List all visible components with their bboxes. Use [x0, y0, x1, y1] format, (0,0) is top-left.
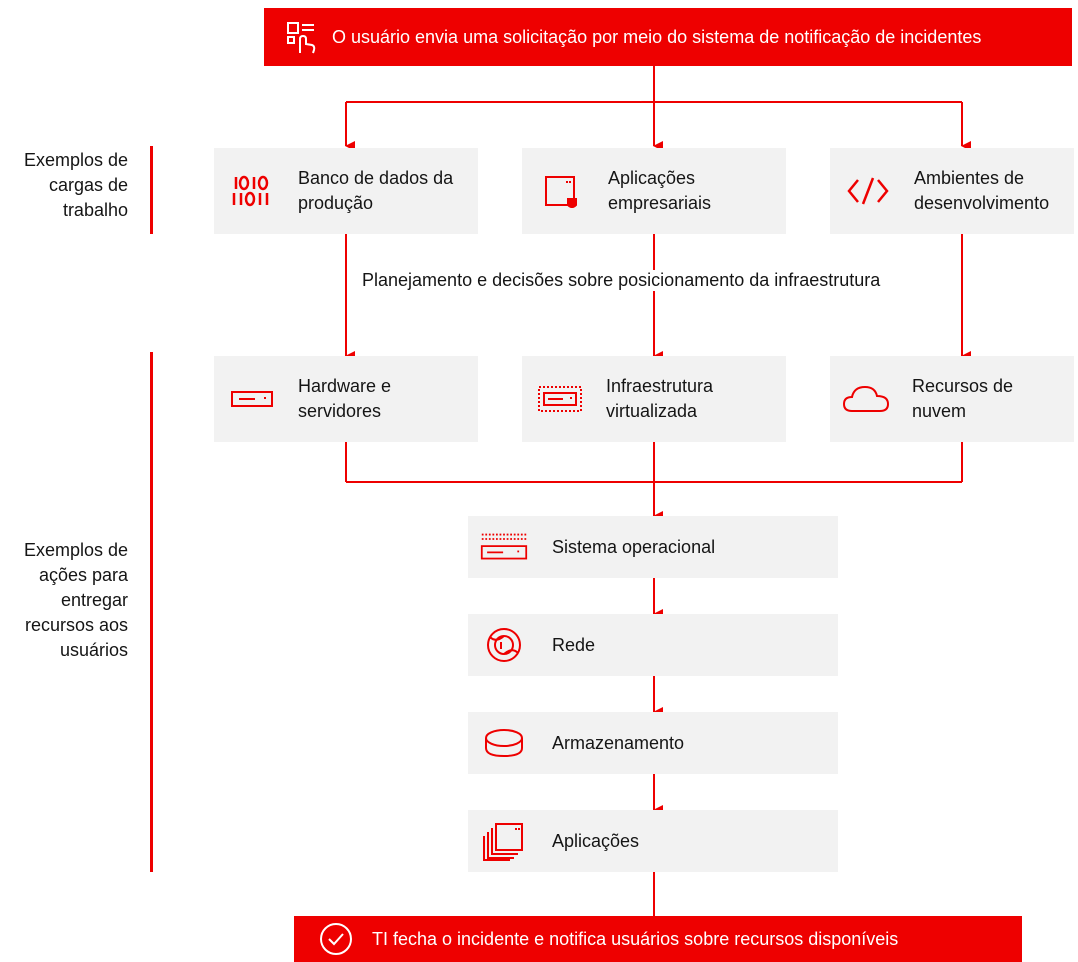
action-network: Rede [468, 614, 838, 676]
request-banner-text: O usuário envia uma solicitação por meio… [332, 26, 982, 47]
infra-label: Recursos de nuvem [912, 376, 1014, 421]
workload-production-database: Banco de dados da produção [214, 148, 478, 234]
network-globe-icon [480, 621, 528, 669]
actions-side-bar [150, 352, 153, 872]
os-server-icon [480, 523, 528, 571]
planning-label: Planejamento e decisões sobre posicionam… [356, 270, 887, 291]
action-label: Aplicações [552, 830, 640, 851]
infra-virtualized: Infraestrutura virtualizada [522, 356, 786, 442]
infra-label: Hardware e servidores [298, 376, 392, 421]
workload-label: Ambientes de desenvolvimento [914, 168, 1050, 213]
workloads-side-bar [150, 146, 153, 234]
resolution-banner-text: TI fecha o incidente e notifica usuários… [372, 928, 899, 949]
checkmark-circle-icon [316, 919, 356, 959]
workload-enterprise-apps: Aplicações empresariais [522, 148, 786, 234]
workload-label: Banco de dados da produção [298, 168, 454, 213]
app-stack-icon [480, 817, 528, 865]
binary-data-icon [228, 167, 276, 215]
action-applications: Aplicações [468, 810, 838, 872]
server-icon [228, 375, 276, 423]
actions-side-label: Exemplos de ações para entregar recursos… [23, 540, 128, 660]
cloud-icon [842, 375, 890, 423]
action-label: Armazenamento [552, 732, 685, 753]
action-storage: Armazenamento [468, 712, 838, 774]
infra-hardware-servers: Hardware e servidores [214, 356, 478, 442]
touch-form-icon [282, 17, 322, 57]
action-label: Rede [552, 634, 596, 655]
infra-label: Infraestrutura virtualizada [606, 376, 714, 421]
virtual-server-icon [536, 375, 584, 423]
request-banner: O usuário envia uma solicitação por meio… [264, 8, 1072, 66]
action-label: Sistema operacional [552, 536, 716, 557]
code-brackets-icon [844, 167, 892, 215]
infra-cloud-resources: Recursos de nuvem [830, 356, 1074, 442]
app-window-shield-icon [538, 167, 586, 215]
workload-label: Aplicações empresariais [608, 168, 712, 213]
workloads-side-label: Exemplos de cargas de trabalho [23, 150, 128, 220]
action-operating-system: Sistema operacional [468, 516, 838, 578]
storage-disk-icon [480, 719, 528, 767]
workload-dev-environments: Ambientes de desenvolvimento [830, 148, 1074, 234]
resolution-banner: TI fecha o incidente e notifica usuários… [294, 916, 1022, 962]
